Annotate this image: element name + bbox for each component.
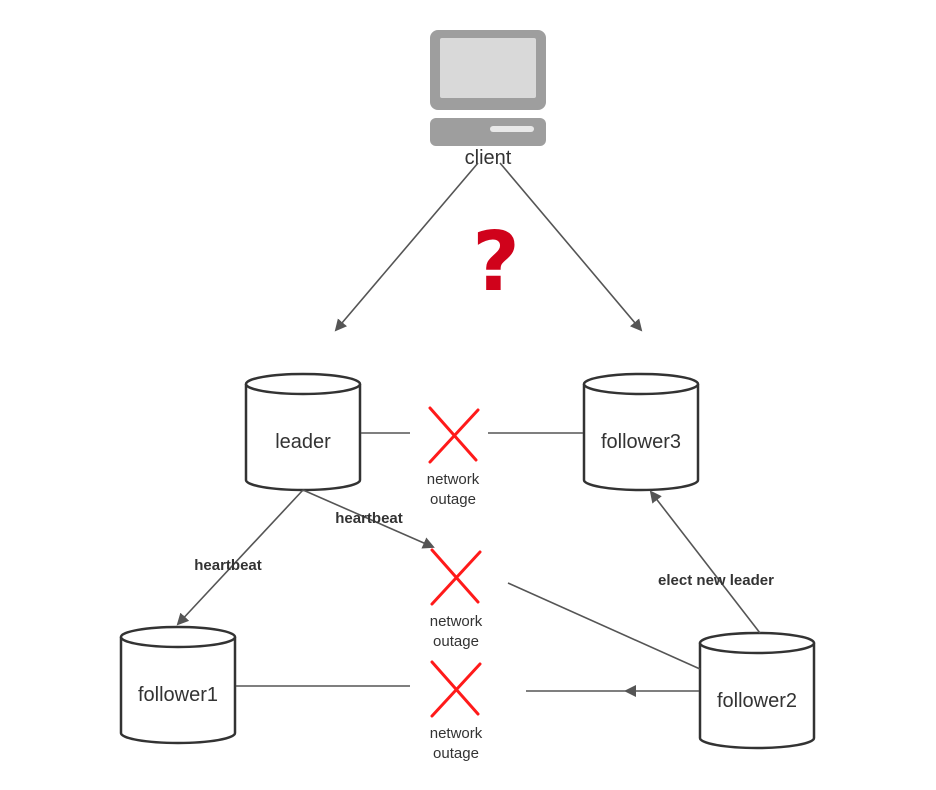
follower1-label: follower1: [138, 684, 218, 706]
outage-label-1-line2: outage: [430, 491, 476, 508]
client-to-follower3-arrow: [499, 162, 643, 332]
outage-label-2-line2: outage: [433, 633, 479, 650]
leader-node: leader: [244, 372, 362, 492]
heartbeat-label-follower2: heartbeat: [335, 510, 403, 527]
outage-label-1-line1: network: [427, 471, 480, 488]
follower2-node: follower2: [698, 631, 816, 750]
follower3-label: follower3: [601, 431, 681, 453]
elect-new-leader-label: elect new leader: [658, 572, 774, 589]
follower3-node: follower3: [582, 372, 700, 492]
client-label: client: [465, 147, 512, 169]
heartbeat-label-follower1: heartbeat: [194, 557, 262, 574]
leader-to-follower1-arrow: [176, 489, 304, 626]
follower2-label: follower2: [717, 690, 797, 712]
outage-label-3-line2: outage: [433, 745, 479, 762]
outage-x-icon-1: [428, 406, 480, 464]
client-to-leader-arrow: [334, 162, 479, 332]
leader-follower2-link-tail: [507, 582, 701, 670]
outage-label-2-line1: network: [430, 613, 483, 630]
leader-to-follower2-arrow: [302, 489, 435, 549]
leader-label: leader: [275, 431, 331, 453]
computer-icon: [430, 30, 546, 146]
question-mark-icon: ?: [472, 215, 520, 310]
follower2-to-follower3-arrow: [649, 490, 761, 634]
outage-x-icon-3: [430, 660, 482, 718]
outage-label-3-line1: network: [430, 725, 483, 742]
follower1-node: follower1: [119, 625, 237, 745]
outage-x-icon-2: [430, 548, 482, 606]
